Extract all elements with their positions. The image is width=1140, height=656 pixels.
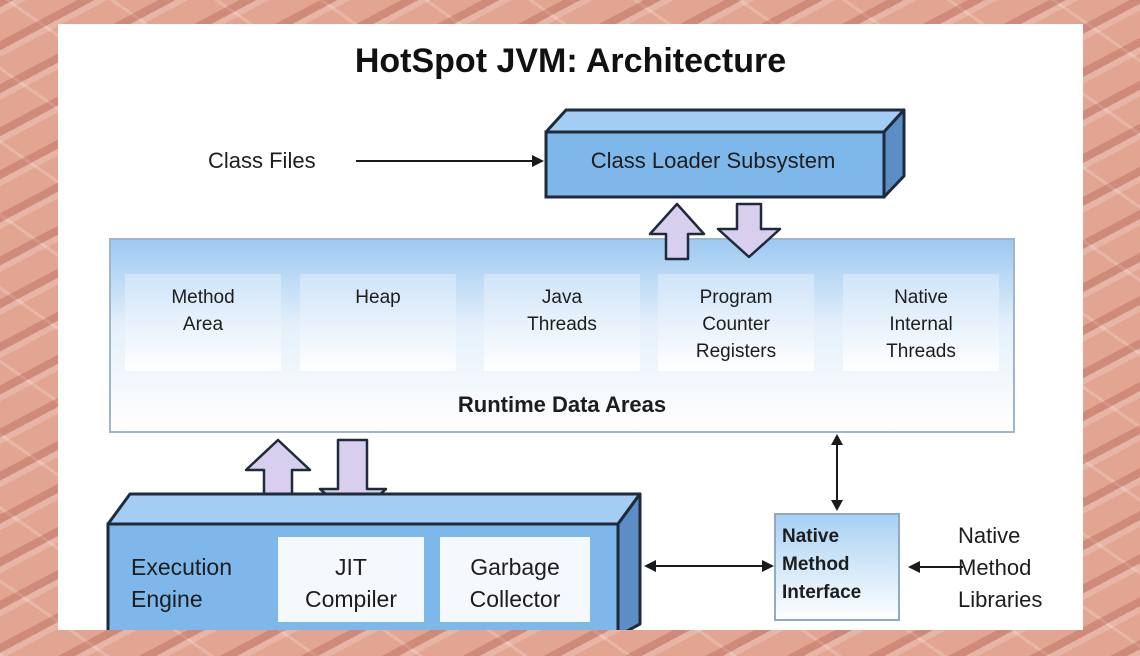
java-threads-label: Java Threads (527, 287, 597, 335)
native-method-interface-label: Native Method Interface (782, 526, 862, 603)
diagram-title: HotSpot JVM: Architecture (354, 42, 787, 80)
garbage-collector-label: Garbage Collector (469, 554, 561, 612)
engine-nmi-arrow (644, 560, 774, 572)
heap-label: Heap (355, 287, 401, 308)
class-loader-label: Class Loader Subsystem (590, 148, 836, 173)
program-counter-registers-label: Program Counter Registers (695, 287, 777, 362)
runtime-nmi-arrow (831, 434, 843, 511)
execution-engine-box (106, 492, 642, 630)
slide: HotSpot JVM: Architecture Class Files Cl… (58, 24, 1083, 630)
native-internal-threads-label: Native Internal Threads (886, 287, 956, 362)
libraries-arrow (908, 561, 963, 573)
method-area-label: Method Area (171, 287, 235, 335)
architecture-diagram (106, 108, 1015, 630)
jit-compiler-label: JIT Compiler (304, 554, 398, 612)
loader-up-arrow (648, 202, 706, 261)
runtime-cells (125, 274, 999, 371)
execution-engine-label: Execution Engine (131, 554, 233, 612)
native-method-interface-box (774, 513, 900, 621)
class-loader-box (544, 108, 906, 199)
runtime-data-areas-label: Runtime Data Areas (457, 392, 667, 417)
loader-down-arrow (716, 202, 782, 259)
class-files-arrow (356, 155, 544, 167)
native-method-libraries-label: Native Method Libraries (958, 523, 1043, 612)
class-files-label: Class Files (208, 148, 316, 173)
